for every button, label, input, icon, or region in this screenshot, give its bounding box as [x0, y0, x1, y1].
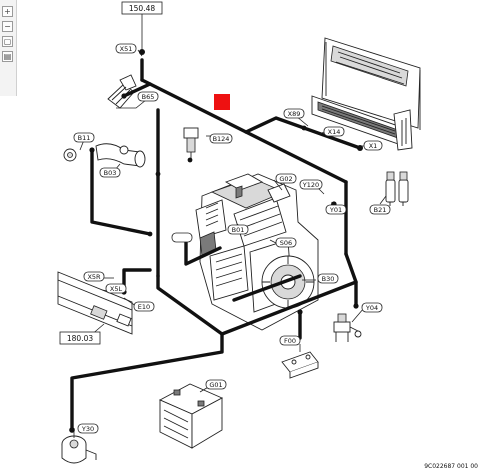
print-icon[interactable]: ▤	[2, 51, 13, 62]
selection-highlight[interactable]	[214, 94, 230, 110]
label-y120: Y120	[299, 179, 323, 190]
sensor-b124	[183, 127, 199, 160]
svg-text:B01: B01	[232, 226, 245, 234]
svg-text:B11: B11	[78, 134, 91, 142]
label-b03: B03	[99, 167, 121, 178]
hose-b03	[95, 143, 146, 168]
label-b21: B21	[369, 204, 391, 215]
cooler-assembly	[311, 37, 421, 151]
starter-y30	[61, 435, 97, 464]
svg-text:X5L: X5L	[110, 285, 123, 293]
zoom-out-icon[interactable]: −	[2, 21, 13, 32]
drawing-code: 9C022687 001 00	[424, 463, 478, 470]
svg-text:G02: G02	[279, 175, 292, 183]
svg-text:B124: B124	[213, 135, 230, 143]
svg-text:B03: B03	[104, 169, 117, 177]
engine-block	[195, 173, 319, 331]
svg-text:X14: X14	[328, 128, 341, 136]
filter-b21	[385, 171, 409, 206]
valve-y04	[333, 313, 362, 342]
label-x5r: X5R	[83, 271, 105, 282]
label-x14: X14	[323, 126, 345, 137]
label-f00: F00	[279, 335, 301, 346]
label-b11: B11	[73, 132, 95, 143]
wiring-harness	[70, 58, 362, 432]
label-x89: X89	[283, 108, 305, 119]
svg-text:X5R: X5R	[87, 273, 101, 281]
label-b01: B01	[227, 224, 249, 235]
svg-text:X1: X1	[369, 142, 378, 150]
svg-text:F00: F00	[284, 337, 296, 345]
svg-text:180.03: 180.03	[67, 334, 93, 343]
label-s06: S06	[275, 237, 297, 248]
ref-top[interactable]: 150.48	[121, 1, 163, 15]
svg-text:Y120: Y120	[302, 181, 319, 189]
label-x5l: X5L	[105, 283, 127, 294]
label-e10: E10	[133, 301, 155, 312]
svg-text:S06: S06	[280, 239, 292, 247]
callout-blank	[171, 232, 193, 243]
label-b65: B65	[137, 91, 159, 102]
sensor-b11	[63, 148, 77, 162]
label-y30: Y30	[77, 423, 99, 434]
svg-text:150.48: 150.48	[129, 4, 155, 13]
svg-text:X89: X89	[288, 110, 301, 118]
label-b30: B30	[317, 273, 339, 284]
viewer-toolbar: + − ▢ ▤	[0, 0, 17, 96]
ref-bottom[interactable]: 180.03	[59, 331, 101, 345]
label-x1: X1	[363, 140, 383, 151]
svg-text:E10: E10	[138, 303, 150, 311]
svg-text:B65: B65	[142, 93, 155, 101]
fuse-holder-f00	[281, 351, 319, 379]
label-y04: Y04	[361, 302, 383, 313]
zoom-in-icon[interactable]: +	[2, 6, 13, 17]
battery-g01	[158, 383, 224, 449]
svg-text:Y01: Y01	[329, 206, 342, 214]
label-g01: G01	[205, 379, 227, 390]
label-b124: B124	[209, 133, 233, 144]
label-y01: Y01	[325, 204, 347, 215]
svg-text:B30: B30	[322, 275, 335, 283]
svg-text:G01: G01	[209, 381, 222, 389]
label-g02: G02	[275, 173, 297, 184]
svg-text:Y30: Y30	[81, 425, 94, 433]
svg-text:X51: X51	[120, 45, 133, 53]
hose-b65	[107, 74, 137, 109]
svg-text:B21: B21	[374, 206, 387, 214]
label-x51: X51	[115, 43, 137, 54]
fit-page-icon[interactable]: ▢	[2, 36, 13, 47]
svg-text:Y04: Y04	[365, 304, 378, 312]
